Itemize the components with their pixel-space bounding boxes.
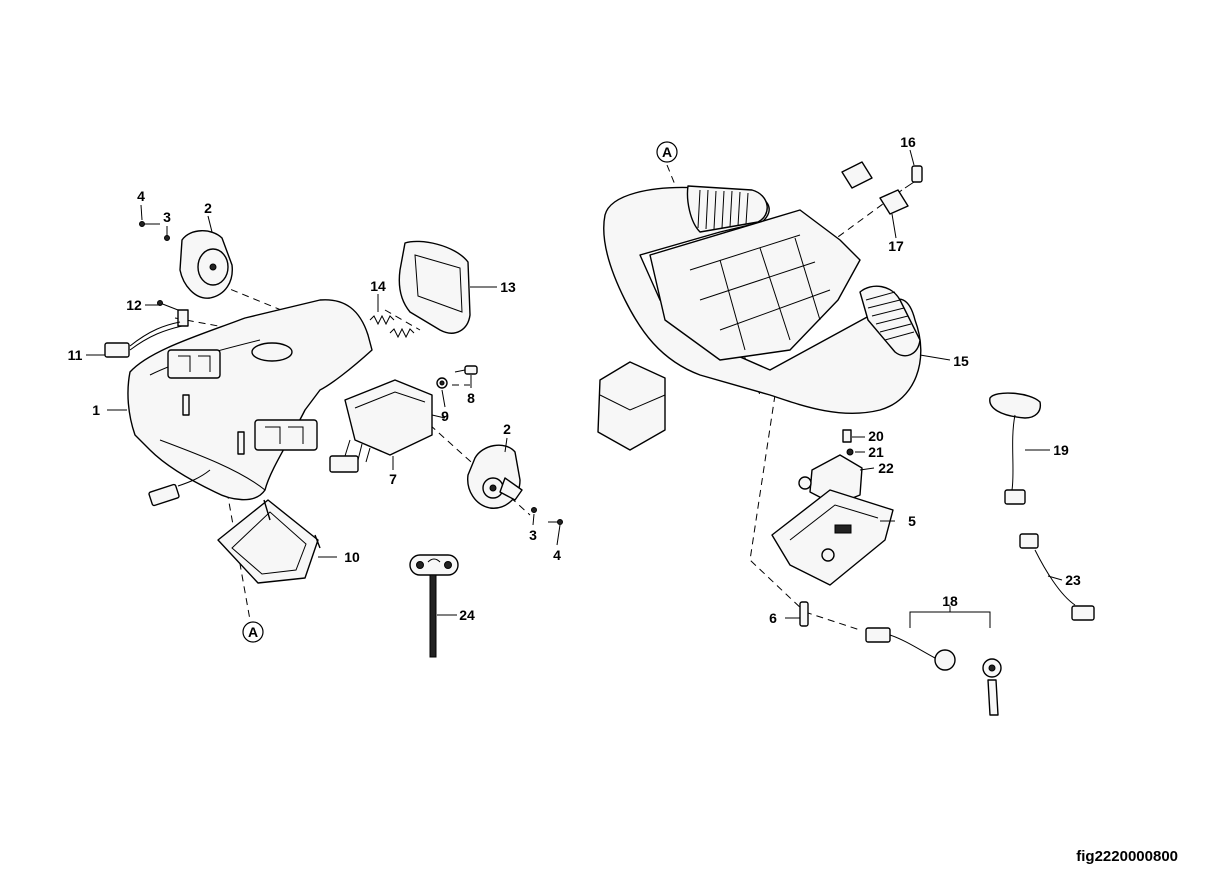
callout-11: 11 — [68, 347, 83, 363]
callout-leaders — [86, 149, 1063, 619]
callout-7: 7 — [389, 471, 397, 487]
part-10-tray — [217, 499, 321, 584]
ref-marker-a-right: A — [656, 141, 678, 163]
ref-marker-a-left: A — [242, 621, 264, 643]
callout-1: 1 — [92, 402, 100, 418]
callout-16: 16 — [900, 134, 916, 150]
part-15-handle-frame — [603, 185, 922, 414]
callout-6: 6 — [769, 610, 777, 626]
part-2-bottom-housing — [467, 444, 523, 509]
part-22-module — [798, 454, 863, 506]
part-13-rear-cover — [398, 240, 471, 334]
callout-17: 17 — [888, 238, 904, 254]
part-19-harness — [989, 392, 1042, 505]
part-21-washer — [846, 448, 854, 456]
callout-13: 13 — [500, 279, 516, 295]
part-4-screw-top — [139, 221, 160, 227]
part-14-springs — [369, 314, 415, 339]
part-9-washer — [436, 377, 448, 389]
callout-12: 12 — [126, 297, 142, 313]
part-11-harness — [104, 321, 183, 358]
part-2-top-housing — [179, 230, 233, 299]
part-5-housing — [771, 489, 894, 586]
callout-8: 8 — [467, 390, 475, 406]
callout-4-top: 4 — [137, 188, 145, 204]
callout-18: 18 — [942, 593, 958, 609]
part-3-washer-top — [164, 235, 170, 241]
callout-10: 10 — [344, 549, 360, 565]
part-1-console-cover — [127, 299, 373, 501]
callout-15: 15 — [953, 353, 969, 369]
callout-3-top: 3 — [163, 209, 171, 225]
part-20-screw — [842, 429, 852, 443]
callout-19: 19 — [1053, 442, 1069, 458]
callout-9: 9 — [441, 408, 449, 424]
part-8-screw — [454, 365, 478, 375]
figure-id: fig2220000800 — [1076, 848, 1178, 865]
callout-22: 22 — [878, 460, 894, 476]
part-24-tag — [409, 554, 459, 658]
frame-block — [597, 361, 666, 451]
part-3-washer-bottom — [531, 507, 537, 513]
callout-21: 21 — [868, 444, 884, 460]
callout-labels: 1 2 2 3 3 4 4 5 6 7 8 9 10 11 12 13 14 1… — [68, 134, 1081, 626]
callout-2-bottom: 2 — [503, 421, 511, 437]
callout-2-top: 2 — [204, 200, 212, 216]
part-4-screw-bottom — [548, 519, 563, 525]
part-6-screw — [799, 601, 809, 627]
ref-marker-a-right-text: A — [662, 144, 672, 160]
part-7-switch-bracket — [329, 379, 446, 473]
callout-5: 5 — [908, 513, 916, 529]
callout-24: 24 — [459, 607, 475, 623]
part-12-screw — [157, 300, 189, 327]
callout-20: 20 — [868, 428, 884, 444]
console-connector — [148, 469, 211, 507]
callout-4-bottom: 4 — [553, 547, 561, 563]
ref-marker-a-left-text: A — [248, 624, 258, 640]
part-16-screw — [904, 165, 923, 189]
part-23-cable — [1019, 533, 1095, 621]
part-17-plates — [841, 161, 909, 215]
callout-14: 14 — [370, 278, 386, 294]
part-18-key-switch — [865, 611, 1002, 716]
callout-3-bottom: 3 — [529, 527, 537, 543]
callout-23: 23 — [1065, 572, 1081, 588]
